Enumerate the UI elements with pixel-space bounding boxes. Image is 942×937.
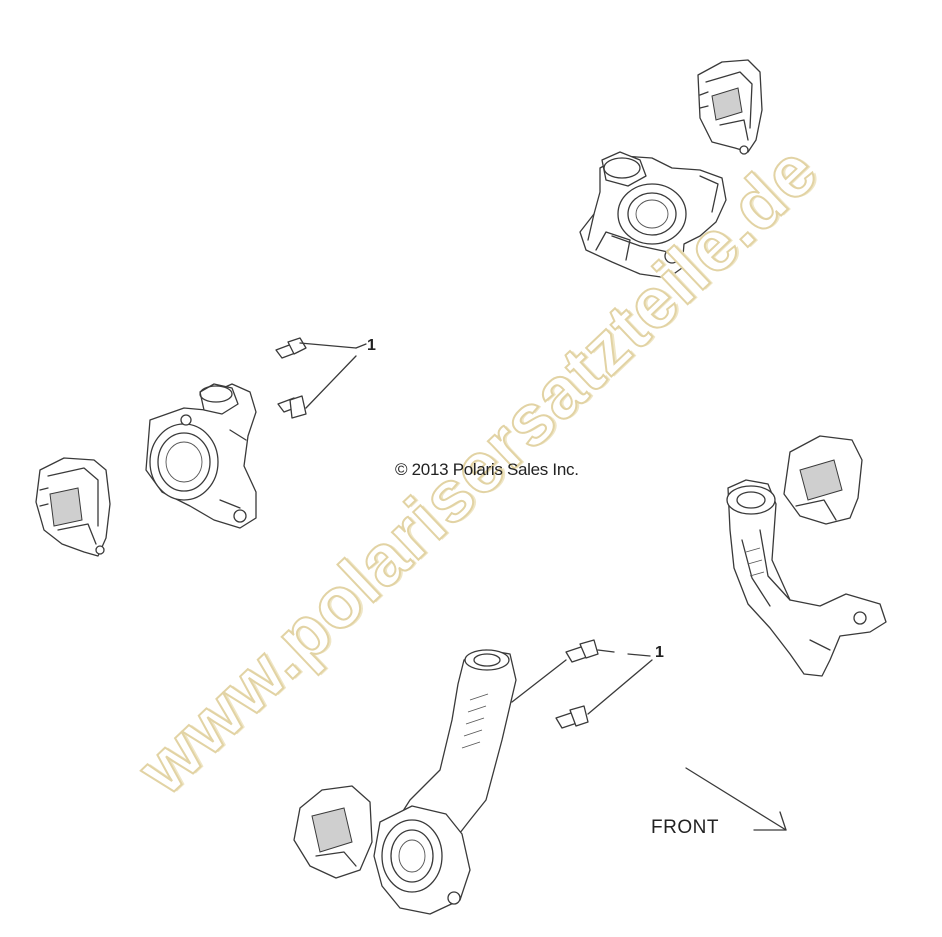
callout-number-lower: 1 — [655, 644, 664, 661]
bolt-lower-right-1 — [511, 639, 651, 703]
copyright-notice: © 2013 Polaris Sales Inc. — [395, 460, 579, 479]
bolt-lower-right-2 — [555, 659, 653, 729]
steering-knuckle-bottom — [293, 649, 517, 915]
brake-caliper-top-right — [697, 59, 763, 155]
front-direction-arrow-icon — [685, 767, 787, 831]
front-direction-label: FRONT — [651, 817, 719, 838]
hub-housing-top-right — [579, 151, 727, 279]
brake-caliper-left — [35, 457, 111, 557]
hub-housing-left — [145, 383, 257, 529]
bolt-upper-left-2 — [277, 355, 357, 419]
steering-knuckle-right — [726, 435, 887, 677]
callout-number-upper: 1 — [367, 337, 376, 354]
bolt-upper-left-1 — [275, 337, 357, 359]
callout-leader-upper — [355, 343, 367, 349]
